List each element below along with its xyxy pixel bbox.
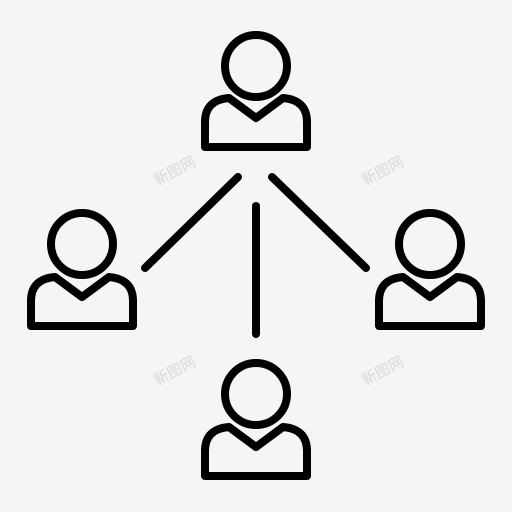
person-icon-top	[201, 31, 311, 151]
person-icon-left	[27, 209, 137, 330]
person-icon-bottom	[201, 359, 311, 480]
connector-line-left	[141, 173, 242, 272]
person-icon-right	[375, 209, 485, 330]
connector-line-right	[268, 173, 370, 272]
